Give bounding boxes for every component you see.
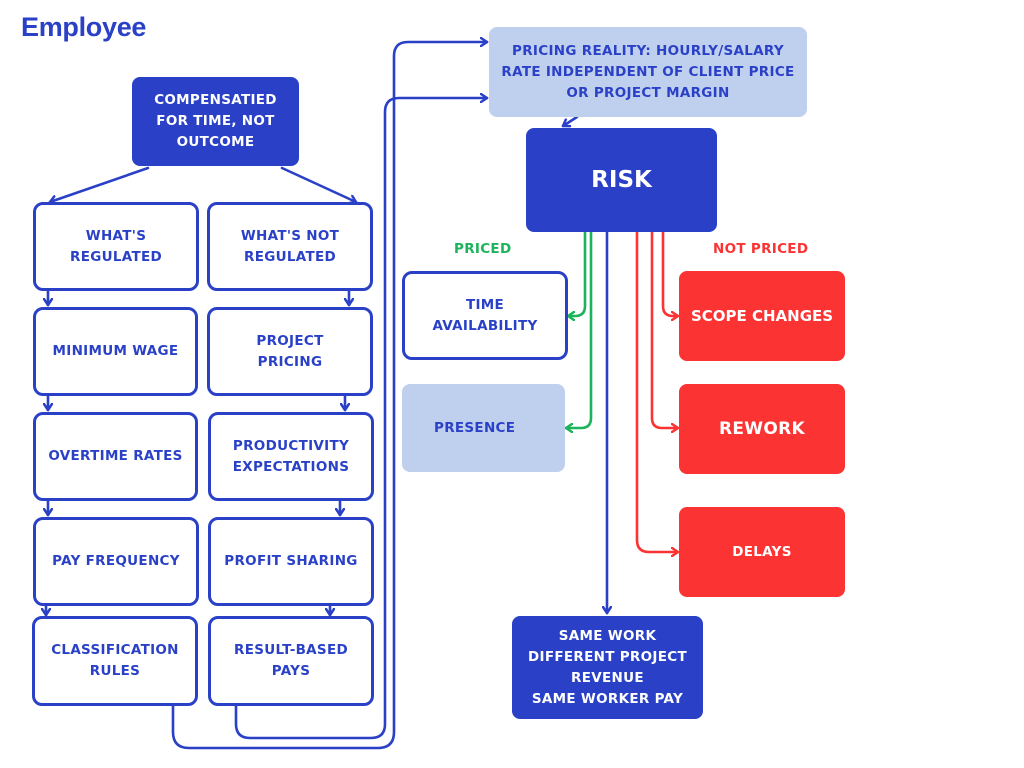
not-regulated-header-node: WHAT'S NOT REGULATED [207, 202, 373, 291]
regulated-item-classification-rules: CLASSIFICATION RULES [32, 616, 198, 706]
not-priced-item-scope-changes: SCOPE CHANGES [679, 271, 845, 361]
priced-item-presence: PRESENCE [402, 384, 565, 472]
priced-label: PRICED [454, 241, 512, 257]
root-node: COMPENSATIED FOR TIME, NOT OUTCOME [132, 77, 299, 166]
not-priced-item-delays: DELAYS [679, 507, 845, 597]
regulated-header-node: WHAT'S REGULATED [33, 202, 199, 291]
arrow-risk-to-time-availability [566, 230, 587, 316]
not-regulated-item-productivity-expectations: PRODUCTIVITY EXPECTATIONS [208, 412, 374, 501]
arrow-pricing-to-risk [561, 115, 579, 126]
regulated-item-minimum-wage: MINIMUM WAGE [33, 307, 198, 396]
arrow-risk-to-scope-changes [661, 230, 680, 316]
not-priced-label: NOT PRICED [713, 241, 809, 257]
priced-item-time-availability: TIME AVAILABILITY [402, 271, 568, 360]
page-title: Employee [21, 12, 147, 42]
arrow-root-to-regulated [48, 166, 150, 202]
arrow-risk-to-presence [564, 230, 593, 428]
not-priced-item-rework: REWORK [679, 384, 845, 474]
pricing-reality-node: PRICING REALITY: HOURLY/SALARY RATE INDE… [489, 27, 807, 117]
regulated-item-pay-frequency: PAY FREQUENCY [33, 517, 199, 606]
outcome-node: SAME WORK DIFFERENT PROJECT REVENUE SAME… [512, 616, 703, 719]
arrow-risk-to-delays [635, 230, 680, 552]
regulated-item-overtime-rates: OVERTIME RATES [33, 412, 198, 501]
not-regulated-item-profit-sharing: PROFIT SHARING [208, 517, 374, 606]
not-regulated-item-project-pricing: PROJECT PRICING [207, 307, 373, 396]
arrow-root-to-not-regulated [280, 166, 358, 202]
arrow-risk-to-rework [650, 230, 680, 428]
not-regulated-item-result-based-pays: RESULT-BASED PAYS [208, 616, 374, 706]
risk-node: RISK [526, 128, 717, 232]
